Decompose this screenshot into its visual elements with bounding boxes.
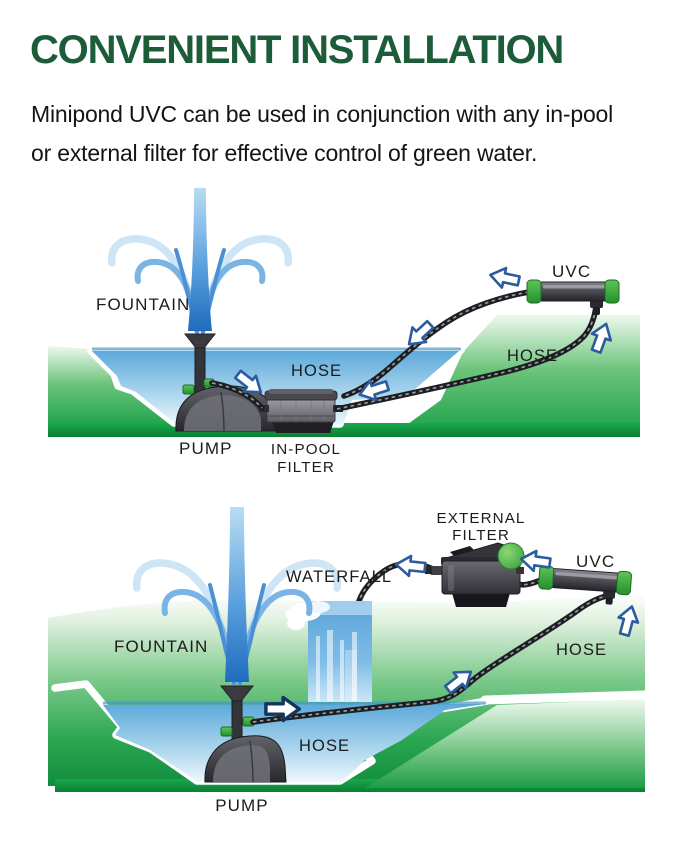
- bottom-uvc-cap-left: [538, 565, 555, 590]
- top-diagram: FOUNTAIN HOSE HOSE UVC PUMP IN-POOL FILT…: [48, 188, 640, 476]
- bottom-stem-fitting-left: [220, 726, 233, 737]
- page-title: CONVENIENT INSTALLATION: [30, 28, 564, 72]
- label-uvc-top: UVC: [552, 262, 591, 281]
- bottom-pump: [204, 735, 287, 783]
- bottom-uvc-unit: [538, 565, 632, 605]
- page-subtitle: Minipond UVC can be used in conjunction …: [31, 95, 613, 173]
- top-uvc-body: [538, 281, 610, 302]
- external-filter: [425, 542, 525, 607]
- label-fountain-bottom: FOUNTAIN: [114, 637, 208, 656]
- label-hose-bottom-pond: HOSE: [299, 737, 350, 755]
- top-uvc-unit: [526, 279, 620, 315]
- external-filter-knob: [497, 542, 525, 570]
- external-filter-outlet: [430, 566, 444, 575]
- label-hose-bottom-bank: HOSE: [556, 641, 607, 659]
- label-inpool-filter-1: IN-POOL: [271, 441, 341, 458]
- subtitle-line-1: Minipond UVC can be used in conjunction …: [31, 101, 614, 127]
- bottom-uvc-inlet: [602, 590, 616, 599]
- label-hose-top-1: HOSE: [291, 362, 342, 380]
- label-inpool-filter-2: FILTER: [277, 459, 335, 476]
- bottom-shelf-liner: [480, 690, 650, 705]
- flow-arrow-icon: [393, 553, 428, 579]
- flow-arrow-icon: [486, 263, 523, 292]
- external-filter-body: [441, 560, 521, 595]
- bottom-uvc-cap-right: [615, 570, 632, 596]
- bottom-right-bank: [365, 699, 645, 788]
- bottom-uvc-body: [550, 568, 624, 593]
- top-left-bank: [48, 346, 176, 430]
- label-hose-top-2: HOSE: [507, 347, 558, 365]
- in-pool-filter: [259, 389, 343, 433]
- top-pond-bed: [48, 423, 640, 437]
- bottom-pond-water: [103, 704, 485, 782]
- label-pump-bottom: PUMP: [215, 796, 269, 815]
- bottom-fountain-nozzle: [219, 685, 255, 702]
- bottom-diagram: EXTERNAL FILTER UVC WATERFALL FOUNTAIN H…: [48, 507, 650, 815]
- label-uvc-bottom: UVC: [576, 552, 615, 571]
- top-stem-fitting-left: [182, 384, 195, 395]
- label-fountain-top: FOUNTAIN: [96, 295, 190, 314]
- waterfall: [285, 601, 372, 702]
- top-uvc-inlet: [590, 300, 603, 308]
- top-uvc-cap-left: [526, 279, 542, 304]
- top-fountain-nozzle: [183, 333, 217, 349]
- top-uvc-cap-right: [604, 279, 620, 304]
- subtitle-line-2: or external filter for effective control…: [31, 140, 538, 166]
- label-external-filter-1: EXTERNAL: [437, 510, 526, 527]
- top-fountain-spray: [107, 188, 293, 334]
- label-external-filter-2: FILTER: [452, 527, 510, 544]
- label-pump-top: PUMP: [179, 439, 233, 458]
- label-waterfall: WATERFALL: [286, 568, 392, 586]
- bottom-fountain-spray: [132, 507, 342, 685]
